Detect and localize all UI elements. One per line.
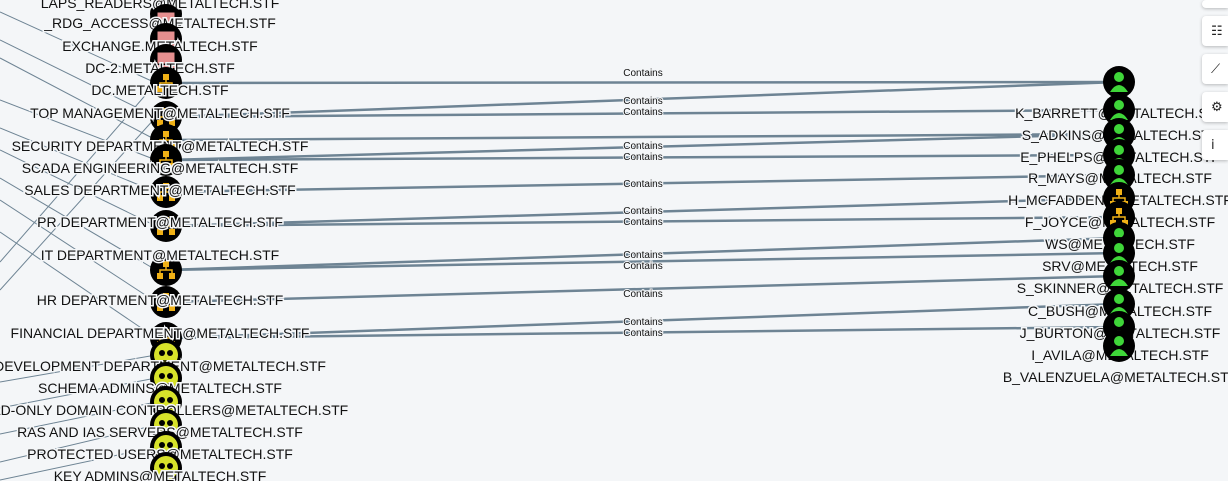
contains-edge[interactable]	[165, 132, 1120, 162]
contains-edge[interactable]	[165, 108, 1120, 119]
checklist-button[interactable]: ☷	[1202, 16, 1228, 46]
right-node-label: B_VALENZUELA@METALTECH.STF	[1003, 369, 1228, 385]
left-node-label: HR DEPARTMENT@METALTECH.STF	[37, 292, 284, 308]
left-node-label: READ-ONLY DOMAIN CONTROLLERS@METALTECH.S…	[0, 402, 348, 418]
collapse-button[interactable]	[1202, 0, 1228, 8]
left-node-label: SCADA ENGINEERING@METALTECH.STF	[22, 160, 299, 176]
incoming-edge	[0, 231, 157, 339]
line-chart-icon: ⟋	[1211, 61, 1221, 77]
edge-label-contains: Contains	[623, 328, 662, 339]
left-node-label: FINANCIAL DEPARTMENT@METALTECH.STF	[11, 325, 310, 341]
incoming-edge	[0, 99, 157, 161]
incoming-edge	[0, 177, 157, 271]
contains-edge[interactable]	[165, 236, 1120, 272]
edge-label-contains: Contains	[623, 317, 662, 328]
left-node-label: IT DEPARTMENT@METALTECH.STF	[41, 247, 280, 263]
edge-label-contains: Contains	[623, 68, 662, 79]
info-button[interactable]: i	[1202, 130, 1228, 160]
left-node-label: KEY ADMINS@METALTECH.STF	[54, 468, 267, 481]
edge-label-contains: Contains	[623, 141, 662, 152]
node-group[interactable]	[150, 254, 182, 286]
node-gpo[interactable]	[150, 409, 182, 441]
incoming-edge	[0, 82, 157, 263]
settings-gears-icon: ⚙	[1211, 99, 1223, 115]
left-node-label: DC-2.METALTECH.STF	[85, 60, 235, 76]
incoming-edge	[0, 354, 157, 383]
contains-edge[interactable]	[165, 274, 1120, 304]
edge-label-contains: Contains	[623, 261, 662, 272]
left-node-label: RAS AND IAS SERVERS@METALTECH.STF	[17, 424, 303, 440]
info-icon: i	[1211, 137, 1215, 153]
node-user[interactable]	[1103, 94, 1135, 126]
contains-edge[interactable]	[165, 215, 1120, 228]
contains-edge[interactable]	[165, 153, 1120, 162]
edges-layer	[165, 80, 1120, 340]
node-gpo[interactable]	[150, 362, 182, 394]
incoming-edge	[0, 199, 157, 303]
node-gpo[interactable]	[150, 452, 182, 481]
node-gpo[interactable]	[150, 386, 182, 418]
node-group[interactable]	[150, 286, 182, 318]
incoming-edge	[0, 401, 157, 435]
incoming-edge	[0, 127, 157, 193]
edge-label-contains: Contains	[623, 206, 662, 217]
left-node-label: SALES DEPARTMENT@METALTECH.STF	[24, 182, 295, 198]
left-node-label: _RDG_ACCESS@METALTECH.STF	[43, 15, 276, 31]
edge-label-contains: Contains	[623, 179, 662, 190]
node-user[interactable]	[1103, 260, 1135, 292]
contains-edge[interactable]	[165, 132, 1120, 142]
edge-label-contains: Contains	[623, 289, 662, 300]
incoming-edge	[0, 116, 157, 291]
left-nodes-layer: LAPS_READERS@METALTECH.STF_RDG_ACCESS@ME…	[0, 0, 350, 481]
incoming-edge	[0, 446, 157, 481]
left-node-label: TOP MANAGEMENT@METALTECH.STF	[30, 105, 290, 121]
edge-label-contains: Contains	[623, 152, 662, 163]
incoming-edge	[0, 11, 157, 84]
node-group[interactable]	[150, 176, 182, 208]
contains-edge[interactable]	[165, 173, 1120, 194]
incoming-edge	[0, 149, 157, 227]
node-user[interactable]	[1103, 330, 1135, 362]
contains-edge[interactable]	[165, 80, 1120, 85]
contains-edge[interactable]	[165, 80, 1120, 119]
incoming-edge	[0, 424, 157, 463]
edge-labels-layer: ContainsContainsContainsContainsContains…	[622, 67, 663, 340]
edge-label-contains: Contains	[623, 250, 662, 261]
line-chart-button[interactable]: ⟋	[1202, 54, 1228, 84]
graph-toolbar: ☷ ⟋ ⚙ i	[1202, 0, 1228, 168]
edge-label-contains: Contains	[623, 217, 662, 228]
node-computer[interactable]	[150, 44, 182, 76]
node-group[interactable]	[150, 210, 182, 242]
left-node-label: PR DEPARTMENT@METALTECH.STF	[37, 214, 283, 230]
node-gpo[interactable]	[150, 339, 182, 371]
contains-edge[interactable]	[165, 196, 1120, 228]
edge-label-contains: Contains	[623, 107, 662, 118]
incoming-edge	[0, 39, 157, 118]
checklist-icon: ☷	[1211, 23, 1223, 39]
left-incoming-edges	[0, 11, 157, 481]
node-user[interactable]	[1103, 66, 1135, 98]
settings-gears-button[interactable]: ⚙	[1202, 92, 1228, 122]
incoming-edge	[0, 57, 157, 141]
node-group[interactable]	[150, 144, 182, 176]
edge-label-contains: Contains	[623, 96, 662, 107]
contains-edge[interactable]	[165, 302, 1120, 340]
contains-edge[interactable]	[165, 251, 1120, 272]
right-nodes-layer: K_BARRETT@METALTECH.STFS_ADKINS@METALTEC…	[1001, 66, 1228, 387]
incoming-edge	[0, 377, 157, 409]
node-group[interactable]	[150, 67, 182, 99]
contains-edge[interactable]	[165, 325, 1120, 340]
node-group[interactable]	[150, 101, 182, 133]
left-node-label: DC.METALTECH.STF	[91, 82, 228, 98]
